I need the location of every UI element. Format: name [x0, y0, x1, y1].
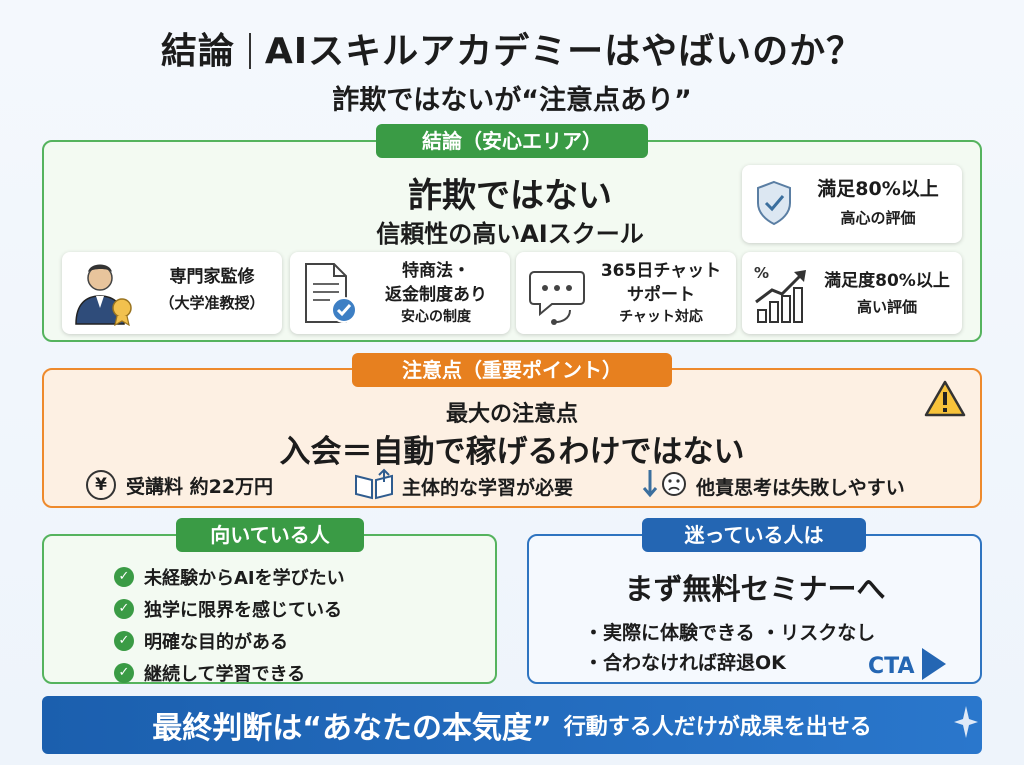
svg-text:%: % — [754, 264, 769, 282]
page-title: 結論 AIスキルアカデミーはやばいのか？ — [0, 22, 1024, 74]
card-expert-line2: （大学准教授） — [159, 294, 265, 312]
card-refund-line1: 特商法・ — [402, 261, 470, 281]
check-icon: ✓ — [114, 663, 134, 683]
safe-headline: 詐欺ではない — [408, 176, 612, 216]
hesitant-bullet-2: ・合わなければ辞退OK — [584, 652, 786, 674]
cta-button[interactable]: CTA — [868, 646, 948, 686]
feature-card-satisfaction: % 満足度80%以上 高い評価 — [742, 252, 962, 334]
caution-area-tag: 注意点（重要ポイント） — [352, 353, 672, 387]
safe-area-tag: 結論（安心エリア） — [376, 124, 648, 158]
hesitant-tag: 迷っている人は — [642, 518, 866, 552]
document-check-icon — [302, 260, 358, 330]
down-sad-icon — [642, 468, 688, 504]
card-satisfaction-line1: 満足度80%以上 — [824, 271, 950, 291]
page-subtitle: 詐欺ではないが“注意点あり” — [332, 85, 692, 116]
caution-point-fee-label: 受講料 約22万円 — [126, 475, 274, 498]
hesitant-bullet-1: ・実際に体験できる ・リスクなし — [584, 622, 876, 644]
caution-point-study: 主体的な学習が必要 — [354, 468, 573, 504]
card-support-line1: 365日チャット — [600, 261, 722, 281]
list-item: ✓ 未経験からAIを学びたい — [114, 564, 474, 590]
book-icon — [354, 468, 394, 504]
title-right: AIスキルアカデミーはやばいのか？ — [264, 31, 864, 72]
suited-item-label: 明確な目的がある — [144, 632, 288, 653]
growth-chart-icon: % — [752, 262, 814, 330]
card-expert-line1: 専門家監修 — [169, 267, 255, 287]
arrow-right-icon — [920, 646, 948, 686]
final-judgment-main: 最終判断は“あなたの本気度” — [152, 711, 552, 746]
satisfaction-badge: 満足80%以上 高心の評価 — [742, 165, 962, 243]
safe-subline: 信頼性の高いAIスクール — [376, 220, 644, 248]
card-support-line2: サポート — [627, 285, 695, 305]
suited-item-label: 継続して学習できる — [144, 664, 306, 685]
list-item: ✓ 明確な目的がある — [114, 628, 474, 654]
suited-item-label: 未経験からAIを学びたい — [144, 568, 345, 589]
expert-icon — [72, 260, 136, 330]
shield-check-icon — [754, 179, 794, 231]
caution-point-blame: 他責思考は失敗しやすい — [642, 468, 905, 504]
caution-headline-big: 入会＝自動で稼げるわけではない — [279, 434, 745, 470]
title-divider — [248, 33, 251, 69]
feature-card-support: 365日チャット サポート チャット対応 — [516, 252, 736, 334]
card-satisfaction-line2: 高い評価 — [856, 298, 917, 316]
feature-card-refund: 特商法・ 返金制度あり 安心の制度 — [290, 252, 510, 334]
feature-card-expert: 専門家監修 （大学准教授） — [62, 252, 282, 334]
cta-label: CTA — [868, 653, 915, 679]
card-refund-line2: 返金制度あり — [385, 285, 487, 305]
badge-line2: 高心の評価 — [840, 209, 916, 227]
card-refund-line3: 安心の制度 — [401, 309, 471, 325]
check-icon: ✓ — [114, 599, 134, 619]
caution-headline-small: 最大の注意点 — [445, 402, 578, 427]
chat-support-icon — [526, 264, 588, 330]
caution-point-blame-label: 他責思考は失敗しやすい — [696, 476, 905, 499]
suited-list: ✓ 未経験からAIを学びたい ✓ 独学に限界を感じている ✓ 明確な目的がある ✓ 継続… — [114, 564, 474, 686]
final-judgment-banner: 最終判断は“あなたの本気度” 行動する人だけが成果を出せる — [42, 696, 982, 754]
yen-icon: ¥ — [86, 470, 116, 500]
hesitant-headline: まず無料セミナーへ — [624, 572, 886, 606]
caution-point-fee: ¥ 受講料 約22万円 — [86, 470, 273, 500]
warning-icon — [924, 380, 966, 422]
badge-line1: 満足80%以上 — [817, 178, 939, 200]
check-icon: ✓ — [114, 631, 134, 651]
list-item: ✓ 継続して学習できる — [114, 660, 474, 686]
check-icon: ✓ — [114, 567, 134, 587]
list-item: ✓ 独学に限界を感じている — [114, 596, 474, 622]
card-support-line3: チャット対応 — [619, 309, 703, 325]
sparkle-icon — [954, 706, 978, 742]
final-judgment-sub: 行動する人だけが成果を出せる — [563, 715, 872, 740]
suited-item-label: 独学に限界を感じている — [144, 600, 342, 621]
suited-tag: 向いている人 — [176, 518, 364, 552]
hesitant-panel — [527, 534, 982, 684]
title-left: 結論 — [160, 31, 235, 72]
caution-point-study-label: 主体的な学習が必要 — [402, 476, 574, 499]
